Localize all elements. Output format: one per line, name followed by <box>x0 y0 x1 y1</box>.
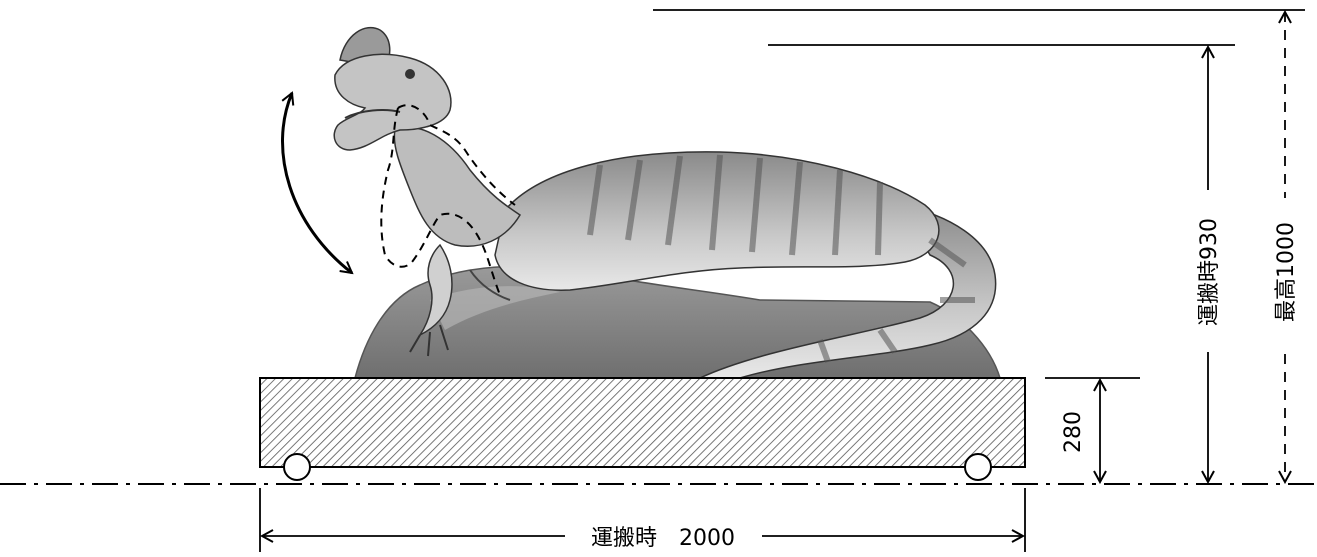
hatched-base <box>259 377 1026 468</box>
width-label: 運搬時 2000 <box>591 526 735 551</box>
transport-height-dimension <box>768 44 1235 482</box>
caster-wheel-left <box>283 453 311 481</box>
curved-double-arrow <box>281 93 352 273</box>
dinosaur-figure <box>333 26 997 379</box>
max-height-label-bg <box>1270 198 1300 348</box>
transport-height-label: 運搬時930 <box>1197 218 1222 326</box>
max-height-label: 最高1000 <box>1274 222 1299 322</box>
width-dimension <box>259 488 1026 552</box>
base-height-dimension <box>1045 377 1140 482</box>
alternate-pose-outline <box>380 104 516 296</box>
caster-wheel-right <box>964 453 992 481</box>
base-height-label: 280 <box>1061 411 1086 453</box>
rock-highlight <box>430 286 560 330</box>
